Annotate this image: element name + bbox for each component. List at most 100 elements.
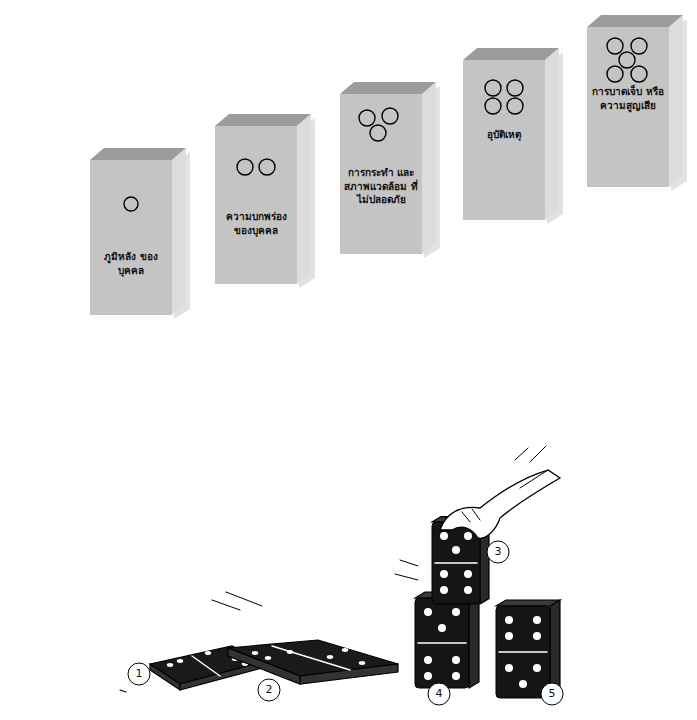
block-label: ความบกพร่อง ของบุคคล xyxy=(215,210,297,237)
sketch-line xyxy=(520,470,548,488)
domino-pip xyxy=(505,632,513,640)
block-label: การบาดเจ็บ หรือ ความสูญเสีย xyxy=(587,85,669,112)
domino-block: อุบัติเหตุ xyxy=(463,60,545,220)
block-side xyxy=(669,15,683,187)
callout-number: 5 xyxy=(541,683,563,705)
domino-pip xyxy=(424,608,432,616)
domino-side xyxy=(469,592,479,688)
sketch-line xyxy=(418,642,466,644)
callout-rings xyxy=(128,541,563,705)
block-label: การกระทำ และ สภาพแวดล้อม ที่ไม่ปลอดภัย xyxy=(340,166,422,207)
callout-ring xyxy=(428,683,450,705)
block-top xyxy=(215,114,311,126)
block-side xyxy=(297,114,311,284)
count-circle xyxy=(370,125,386,141)
domino-pip xyxy=(452,672,460,680)
block-side xyxy=(545,48,559,220)
sketch-line xyxy=(462,512,470,522)
domino-edge xyxy=(150,664,180,690)
domino-pip xyxy=(505,664,513,672)
count-circle xyxy=(631,38,647,54)
domino-pip xyxy=(533,664,541,672)
domino-pip xyxy=(440,532,448,540)
sketch-line xyxy=(395,574,418,580)
domino-pip xyxy=(533,616,541,624)
domino-pip xyxy=(342,648,348,652)
circle-marks xyxy=(340,94,422,154)
sketch-line xyxy=(226,592,262,606)
domino-pip xyxy=(438,624,446,632)
count-circle xyxy=(237,159,253,175)
callout-ring xyxy=(541,683,563,705)
sketch-line xyxy=(499,651,547,653)
circle-marks xyxy=(463,60,545,120)
count-circle xyxy=(619,52,635,68)
circle-marks xyxy=(90,160,172,220)
sketch-line xyxy=(515,448,528,460)
callout-ring xyxy=(487,541,509,563)
domino-pip xyxy=(252,651,258,655)
count-circle xyxy=(631,66,647,82)
count-circle xyxy=(485,98,501,114)
domino-edge xyxy=(228,648,300,684)
count-circle xyxy=(124,197,138,211)
sketch-line xyxy=(400,560,418,566)
count-circle xyxy=(507,98,523,114)
domino-pip xyxy=(424,672,432,680)
count-circle xyxy=(607,66,623,82)
block-faces xyxy=(90,15,687,319)
sketch-line xyxy=(272,646,350,670)
count-circle xyxy=(359,110,375,126)
count-circle xyxy=(507,80,523,96)
count-circle xyxy=(259,159,275,175)
callout-number: 2 xyxy=(258,679,280,701)
domino-pip xyxy=(327,655,333,659)
domino-pip xyxy=(464,532,472,540)
domino-pip xyxy=(519,680,527,688)
callout-number: 3 xyxy=(487,541,509,563)
circle-marks xyxy=(215,126,297,186)
block-top xyxy=(90,148,186,160)
block-label: อุบัติเหตุ xyxy=(463,128,545,142)
sketch-line xyxy=(435,562,477,564)
callout-number: 1 xyxy=(128,663,150,685)
domino-pip xyxy=(464,570,472,578)
sketch-line xyxy=(120,690,126,692)
domino-pip xyxy=(464,586,472,594)
domino-pip xyxy=(177,659,183,663)
block-top xyxy=(340,82,436,94)
domino-pip xyxy=(533,632,541,640)
sketch-line xyxy=(212,600,240,610)
block-side xyxy=(422,82,436,254)
domino-pip xyxy=(265,656,271,660)
domino-top xyxy=(496,600,560,606)
domino-pip xyxy=(205,651,211,655)
domino-edge xyxy=(180,662,262,690)
callout-number: 4 xyxy=(428,683,450,705)
domino-pip xyxy=(287,650,293,654)
sketch-line xyxy=(472,509,480,520)
domino-block: ความบกพร่อง ของบุคคล xyxy=(215,126,297,284)
count-circle xyxy=(607,38,623,54)
domino-pip xyxy=(440,586,448,594)
block-label: ภูมิหลัง ของบุคคล xyxy=(90,250,172,277)
domino-edge xyxy=(300,664,398,684)
domino-pip xyxy=(167,663,173,667)
domino-pip xyxy=(359,661,365,665)
domino-block: ภูมิหลัง ของบุคคล xyxy=(90,160,172,315)
count-circle xyxy=(485,80,501,96)
domino-pip xyxy=(424,656,432,664)
domino-pip xyxy=(505,616,513,624)
sketch-line xyxy=(192,656,220,676)
domino-pip xyxy=(440,570,448,578)
domino-face xyxy=(415,598,469,688)
hand xyxy=(440,470,560,538)
circle-marks xyxy=(587,27,669,87)
domino-pip xyxy=(452,608,460,616)
domino-pip xyxy=(452,656,460,664)
callout-ring xyxy=(128,663,150,685)
block-top xyxy=(463,48,559,60)
domino-pip xyxy=(452,546,460,554)
sketch-line xyxy=(530,446,546,462)
domino-block: การบาดเจ็บ หรือ ความสูญเสีย xyxy=(587,27,669,187)
